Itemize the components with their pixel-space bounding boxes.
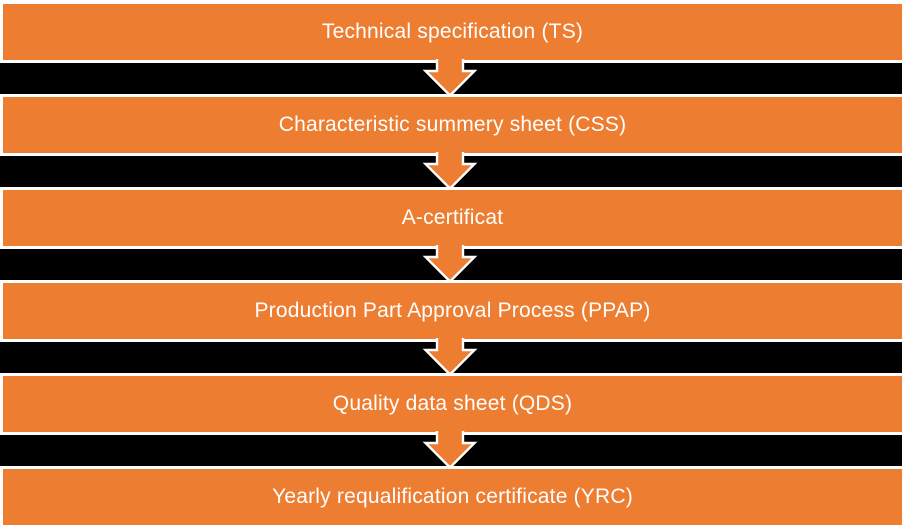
- connector-band: [0, 245, 902, 284]
- connector-band: [0, 152, 902, 191]
- down-arrow-icon: [422, 152, 478, 191]
- down-arrow-icon: [422, 245, 478, 284]
- flow-step-label: Yearly requalification certificate (YRC): [272, 485, 633, 508]
- flow-step-a-certificat: A-certificat: [3, 190, 902, 246]
- down-arrow-icon: [422, 338, 478, 377]
- flow-step-technical-specification: Technical specification (TS): [3, 4, 902, 60]
- down-arrow-icon: [422, 59, 478, 98]
- down-arrow-icon: [422, 431, 478, 470]
- flow-step-label: Characteristic summery sheet (CSS): [278, 113, 627, 136]
- connector-band: [0, 59, 902, 98]
- flow-step-yearly-requalification-certificate: Yearly requalification certificate (YRC): [3, 469, 902, 525]
- flow-step-label: Production Part Approval Process (PPAP): [254, 299, 651, 322]
- connector-band: [0, 431, 902, 470]
- flow-step-label: A-certificat: [401, 206, 504, 229]
- flow-step-quality-data-sheet: Quality data sheet (QDS): [3, 376, 902, 432]
- flow-step-label: Quality data sheet (QDS): [332, 392, 573, 415]
- connector-band: [0, 338, 902, 377]
- flow-step-label: Technical specification (TS): [321, 20, 584, 43]
- flow-step-characteristic-summary-sheet: Characteristic summery sheet (CSS): [3, 97, 902, 153]
- flow-step-ppap: Production Part Approval Process (PPAP): [3, 283, 902, 339]
